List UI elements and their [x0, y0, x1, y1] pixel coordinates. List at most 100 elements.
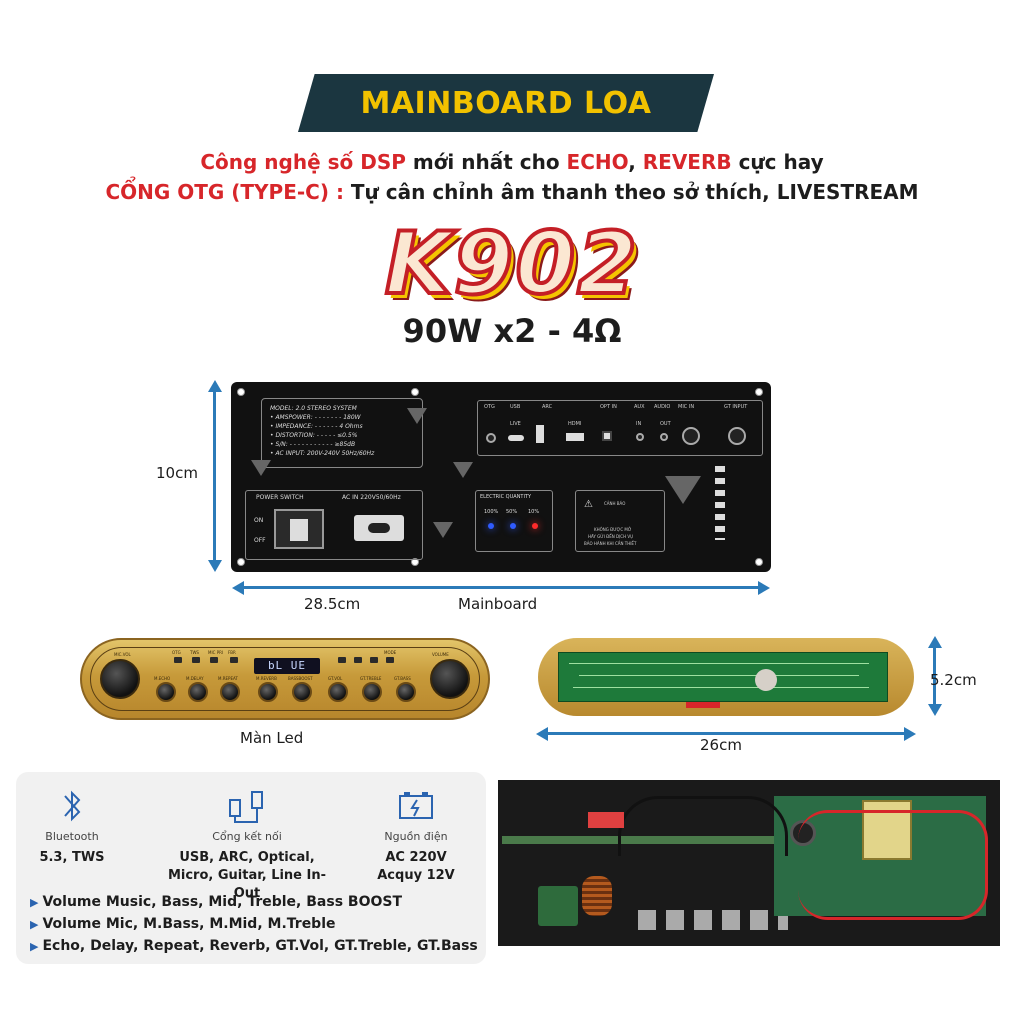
- tagline-dsp-highlight: Công nghệ số DSP: [200, 150, 406, 174]
- connector: [588, 812, 624, 828]
- warning-line: BẢO HÀNH KHI CẦN THIẾT: [584, 541, 637, 546]
- port-label: ARC: [542, 404, 553, 410]
- red-cable: [798, 810, 988, 920]
- power-rating: 90W x2 - 4Ω: [402, 312, 622, 350]
- tagline-otg: CỔNG OTG (TYPE-C) : Tự cân chỉnh âm than…: [0, 180, 1024, 204]
- port-label: OPT IN: [600, 404, 617, 410]
- pcb-trace: [569, 663, 869, 664]
- circuit-board: [558, 652, 888, 702]
- ac-in-label: AC IN 220V50/60Hz: [342, 494, 401, 501]
- m-reverb-knob[interactable]: [258, 682, 278, 702]
- mainboard-caption: Mainboard: [458, 595, 538, 613]
- spec-line: • AC INPUT: 200V-240V 50Hz/60Hz: [270, 450, 375, 457]
- brand-logo-icon: [251, 460, 271, 476]
- electric-quantity-label: ELECTRIC QUANTITY: [480, 494, 532, 500]
- m-repeat-knob[interactable]: [220, 682, 240, 702]
- brand-logo-icon: [665, 476, 701, 504]
- arrow-right-icon: [758, 581, 770, 595]
- amp-height-line: [933, 648, 936, 704]
- feature-ports: Cổng kết nối USB, ARC, Optical, Micro, G…: [162, 786, 332, 903]
- button-label: MODE: [384, 650, 397, 655]
- usb-port: [536, 425, 544, 443]
- m-delay-knob[interactable]: [188, 682, 208, 702]
- feature-bullet: ▶Volume Music, Bass, Mid, Treble, Bass B…: [30, 894, 402, 910]
- triangle-bullet-icon: ▶: [30, 896, 39, 909]
- knob-label: M.DELAY: [186, 676, 204, 681]
- spec-line: • AMSPOWER: - - - - - - - 180W: [270, 414, 361, 421]
- screw-icon: [755, 558, 763, 566]
- power-section: POWER SWITCH AC IN 220V50/60Hz ON OFF: [245, 490, 423, 560]
- capacitor: [538, 886, 578, 926]
- feature-bullet: ▶Echo, Delay, Repeat, Reverb, GT.Vol, GT…: [30, 938, 478, 954]
- port-sub-label: IN: [636, 421, 642, 427]
- otg-button[interactable]: [174, 657, 182, 663]
- brand-logo-icon: [407, 408, 427, 424]
- pcb-trace: [579, 675, 859, 676]
- brand-logo-icon: [453, 462, 473, 478]
- banner-title: MAINBOARD LOA: [360, 85, 652, 121]
- m-echo-knob[interactable]: [156, 682, 176, 702]
- sticker: [755, 669, 777, 691]
- volume-knob[interactable]: [430, 659, 470, 699]
- bassboost-knob[interactable]: [292, 682, 312, 702]
- guitar-input-jack: [728, 427, 746, 445]
- spec-line: • DISTORTION: - - - - - ≤0.5%: [270, 432, 358, 439]
- gt-bass-knob[interactable]: [396, 682, 416, 702]
- spec-line: MODEL: 2.0 STEREO SYSTEM: [270, 405, 357, 412]
- tagline-dsp: Công nghệ số DSP mới nhất cho ECHO, REVE…: [0, 150, 1024, 174]
- bullet-text: Volume Music, Bass, Mid, Treble, Bass BO…: [42, 894, 403, 910]
- mic-in-jack: [682, 427, 700, 445]
- tws-button[interactable]: [192, 657, 200, 663]
- knob-label: M.ECHO: [154, 676, 171, 681]
- battery-section: ELECTRIC QUANTITY 100% 50% 10%: [475, 490, 553, 552]
- port-sub-label: OUT: [660, 421, 671, 427]
- features-card: Bluetooth 5.3, TWS Cổng kết nối USB, ARC…: [16, 772, 486, 964]
- led-display: bL UE: [254, 658, 320, 674]
- width-label: 28.5cm: [304, 595, 361, 613]
- gt-treble-knob[interactable]: [362, 682, 382, 702]
- audio-out-jack: [660, 433, 668, 441]
- width-dimension-line: [244, 586, 758, 589]
- screw-icon: [411, 558, 419, 566]
- mic-pri-button[interactable]: [210, 657, 218, 663]
- amp-width-label: 26cm: [700, 736, 742, 754]
- play-button[interactable]: [354, 657, 362, 663]
- switch-on-label: ON: [254, 517, 264, 524]
- spec-line: • IMPEDANCE: - - - - - - 4 Ohms: [270, 423, 363, 430]
- power-switch[interactable]: [274, 509, 324, 549]
- knob-row: [638, 910, 788, 930]
- warning-line: HÃY GỬI ĐẾN DỊCH VỤ: [588, 534, 634, 539]
- feature-title: Bluetooth: [45, 830, 99, 843]
- arrow-right-icon: [904, 727, 916, 741]
- port-sub-label: HDMI: [568, 421, 582, 427]
- gt-vol-knob[interactable]: [328, 682, 348, 702]
- button-label: FBR: [228, 650, 236, 655]
- knob-label: GT.VOL: [328, 676, 343, 681]
- title-banner: MAINBOARD LOA: [298, 74, 714, 132]
- mode-button[interactable]: [386, 657, 394, 663]
- bullet-text: Echo, Delay, Repeat, Reverb, GT.Vol, GT.…: [42, 938, 478, 954]
- control-panel: MIC.VOL VOLUME OTG TWS MIC PRI FBR MODE …: [80, 638, 490, 720]
- fbr-button[interactable]: [230, 657, 238, 663]
- pcb-trace: [573, 687, 869, 688]
- next-button[interactable]: [370, 657, 378, 663]
- led-100-icon: [488, 523, 494, 529]
- screw-icon: [755, 388, 763, 396]
- prev-button[interactable]: [338, 657, 346, 663]
- socket-hole: [368, 523, 390, 533]
- port-sub-label: LIVE: [510, 421, 521, 427]
- otg-port: [486, 433, 496, 443]
- arrow-down-icon: [928, 704, 942, 716]
- height-label: 10cm: [156, 464, 198, 482]
- warning-icon: ⚠: [584, 499, 593, 510]
- mic-vol-label: MIC.VOL: [114, 652, 131, 657]
- button-label: OTG: [172, 650, 181, 655]
- plug-icon: [162, 786, 332, 826]
- ac-socket: [354, 515, 404, 541]
- warning-section: ⚠ CẢNH BÁO KHÔNG ĐƯỢC MỞ HÃY GỬI ĐẾN DỊC…: [575, 490, 665, 552]
- mic-vol-knob[interactable]: [100, 659, 140, 699]
- feature-value-line: USB, ARC, Optical,: [179, 850, 315, 865]
- knob-label: BASSBOOST: [288, 676, 313, 681]
- arrow-up-icon: [928, 636, 942, 648]
- arrow-left-icon: [536, 727, 548, 741]
